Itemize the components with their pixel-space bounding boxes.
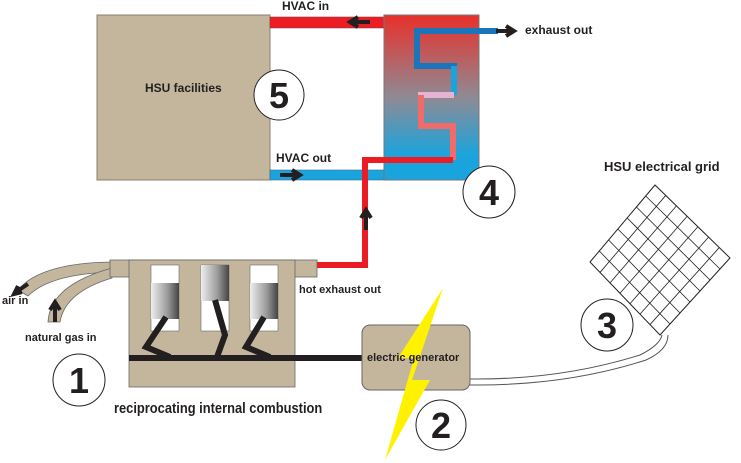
hvac-in-label: HVAC in bbox=[282, 0, 329, 13]
arrow-icon bbox=[10, 282, 30, 297]
svg-text:2: 2 bbox=[431, 405, 451, 446]
number-4: 4 bbox=[462, 165, 516, 219]
number-2: 2 bbox=[415, 399, 467, 451]
air-in-label: air in bbox=[2, 295, 29, 307]
grid-line bbox=[599, 195, 667, 273]
electric-generator: electric generator bbox=[361, 288, 471, 460]
number-1: 1 bbox=[52, 353, 106, 407]
grid-line bbox=[598, 250, 671, 325]
grid-outline bbox=[589, 184, 731, 336]
engine bbox=[109, 259, 364, 388]
grid-line bbox=[636, 206, 711, 281]
grid-line bbox=[645, 195, 721, 270]
grid-line bbox=[626, 217, 701, 292]
arrow-left-icon bbox=[346, 15, 370, 29]
grid-cable bbox=[469, 334, 669, 386]
number-5: 5 bbox=[253, 69, 305, 121]
arrow-up-icon bbox=[48, 298, 62, 322]
arrow-up-icon bbox=[359, 206, 373, 230]
hvac-out-label: HVAC out bbox=[276, 151, 331, 165]
grid-line bbox=[639, 236, 709, 315]
svg-text:1: 1 bbox=[69, 360, 89, 401]
heat-exchanger bbox=[316, 14, 518, 268]
arrow-right-icon bbox=[280, 168, 304, 182]
grid-line bbox=[619, 216, 688, 294]
lightning-bolt-icon bbox=[385, 288, 443, 460]
natural-gas-in-label: natural gas in bbox=[25, 332, 97, 344]
grid-label: HSU electrical grid bbox=[604, 159, 720, 174]
hot-exhaust-out-label: hot exhaust out bbox=[299, 284, 381, 296]
svg-text:4: 4 bbox=[479, 172, 499, 213]
grid-line bbox=[617, 228, 691, 303]
grid-line bbox=[629, 226, 699, 304]
grid-line bbox=[608, 239, 681, 314]
svg-text:3: 3 bbox=[597, 305, 617, 346]
facilities-label: HSU facilities bbox=[145, 81, 222, 95]
svg-text:5: 5 bbox=[269, 75, 289, 116]
number-3: 3 bbox=[580, 298, 634, 352]
hsu-facilities: HSU facilities bbox=[96, 14, 271, 181]
grid-line bbox=[609, 205, 677, 284]
arrow-right-icon bbox=[496, 24, 518, 38]
generator-label: electric generator bbox=[367, 352, 460, 364]
exhaust-out-label: exhaust out bbox=[525, 23, 592, 37]
engine-label: reciprocating internal combustion bbox=[114, 399, 322, 416]
grid-line bbox=[649, 247, 720, 325]
electrical-grid bbox=[589, 184, 731, 336]
